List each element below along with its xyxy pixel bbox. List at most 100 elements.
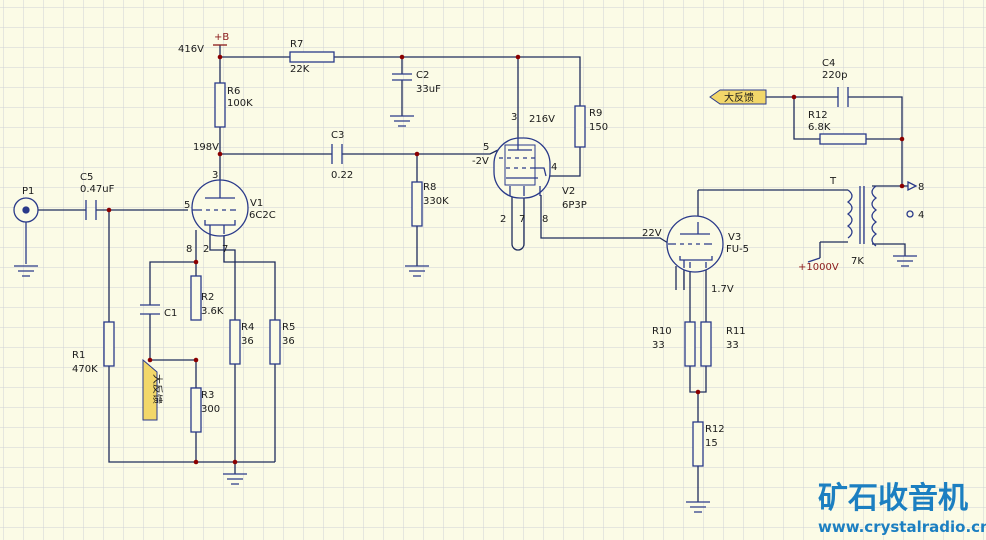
ground-icon: [405, 265, 429, 277]
label-vb: +B: [214, 32, 229, 43]
label-r12-cathode-value: 15: [705, 438, 718, 449]
resistor-r6: [214, 82, 226, 128]
label-r11-value: 33: [726, 340, 739, 351]
feedback-port-left: 大反馈: [142, 358, 164, 421]
resistor-r2: [190, 275, 202, 321]
tube-v2: [493, 137, 551, 199]
component-labels: +B 416V R7 22K C2 33uF R6 100K 198V C3 0…: [22, 32, 924, 449]
resistor-r12-feedback: [819, 133, 867, 145]
label-pin4-v2: 4: [551, 162, 557, 173]
label-pin2-v2: 2: [500, 214, 506, 225]
label-v216: 216V: [529, 114, 555, 125]
label-out4: 4: [918, 210, 924, 221]
label-r7: R7: [290, 39, 303, 50]
label-r3: R3: [201, 390, 214, 401]
label-pin7-v1: 7: [222, 244, 228, 255]
label-pin8-v2: 8: [542, 214, 548, 225]
label-v17: 1.7V: [711, 284, 734, 295]
watermark: 矿石收音机 www.crystalradio.cn: [818, 481, 986, 536]
label-r8-value: 330K: [423, 196, 449, 207]
resistor-r10: [684, 321, 696, 367]
label-pin3-v2: 3: [511, 112, 517, 123]
label-v2-type: 6P3P: [562, 200, 587, 211]
label-v3-type: FU-5: [726, 244, 749, 255]
label-r12-feedback: R12: [808, 110, 828, 121]
label-r2-value: 3.6K: [201, 306, 224, 317]
resistor-r7: [289, 51, 335, 63]
watermark-title: 矿石收音机: [818, 481, 968, 516]
label-r12-cathode: R12: [705, 424, 725, 435]
label-pin2-v1: 2: [203, 244, 209, 255]
capacitor-c4: [837, 87, 849, 107]
tube-v1: [191, 179, 249, 237]
label-r10: R10: [652, 326, 672, 337]
label-vneg2: -2V: [472, 156, 489, 167]
label-c3: C3: [331, 130, 344, 141]
resistor-r11: [700, 321, 712, 367]
label-r9: R9: [589, 108, 602, 119]
label-v1: V1: [250, 198, 263, 209]
resistor-r1: [103, 321, 115, 367]
label-r11: R11: [726, 326, 746, 337]
label-pin7-v2: 7: [519, 214, 525, 225]
capacitor-c5: [85, 200, 97, 220]
wires: [38, 45, 908, 502]
capacitor-c3: [331, 144, 343, 164]
label-v2: V2: [562, 186, 575, 197]
ground-icon: [14, 265, 38, 277]
ground-symbols: [14, 115, 917, 513]
supply-pin-icon: [807, 257, 821, 263]
resistor-r3: [190, 387, 202, 433]
ground-icon: [390, 115, 414, 127]
resistor-r5: [269, 319, 281, 365]
label-out8: 8: [918, 182, 924, 193]
junctions: [106, 54, 905, 465]
ground-icon: [223, 473, 247, 485]
label-r6-value: 100K: [227, 98, 253, 109]
label-c4: C4: [822, 58, 835, 69]
label-pin5-v1: 5: [184, 200, 190, 211]
label-r4: R4: [241, 322, 254, 333]
resistor-r8: [411, 181, 423, 227]
label-v1-type: 6C2C: [249, 210, 276, 221]
label-c2-value: 33uF: [416, 84, 441, 95]
resistor-r12-cathode: [692, 421, 704, 467]
label-r6: R6: [227, 86, 240, 97]
output-transformer: [846, 185, 878, 247]
ground-icon: [893, 255, 917, 267]
label-transformer-7k: 7K: [851, 256, 864, 267]
label-r1: R1: [72, 350, 85, 361]
feedback-port-right-label: 大反馈: [724, 91, 754, 104]
label-r1-value: 470K: [72, 364, 98, 375]
capacitor-c2: [392, 73, 412, 81]
label-r12-feedback-value: 6.8K: [808, 122, 831, 133]
ground-icon: [686, 501, 710, 513]
feedback-port-left-label: 大反馈: [151, 374, 164, 404]
label-r8: R8: [423, 182, 436, 193]
label-v22: 22V: [642, 228, 662, 239]
label-c1: C1: [164, 308, 177, 319]
label-c5-value: 0.47uF: [80, 184, 115, 195]
label-transformer: T: [829, 176, 837, 187]
tube-v3: [666, 215, 724, 273]
label-r5: R5: [282, 322, 295, 333]
label-r9-value: 150: [589, 122, 608, 133]
resistor-r9: [574, 105, 586, 148]
resistor-r4: [229, 319, 241, 365]
label-r3-value: 300: [201, 404, 220, 415]
output-terminal-4: [906, 210, 914, 218]
output-terminal-8: [907, 180, 918, 192]
label-v3: V3: [728, 232, 741, 243]
label-c4-value: 220p: [822, 70, 847, 81]
capacitor-c1: [140, 304, 160, 315]
label-c2: C2: [416, 70, 429, 81]
label-pin5-v2: 5: [483, 142, 489, 153]
label-c5: C5: [80, 172, 93, 183]
label-v198: 198V: [193, 142, 219, 153]
label-r7-value: 22K: [290, 64, 310, 75]
input-connector-p1: [13, 197, 39, 264]
label-v416: 416V: [178, 44, 204, 55]
feedback-port-right: 大反馈: [709, 89, 767, 105]
